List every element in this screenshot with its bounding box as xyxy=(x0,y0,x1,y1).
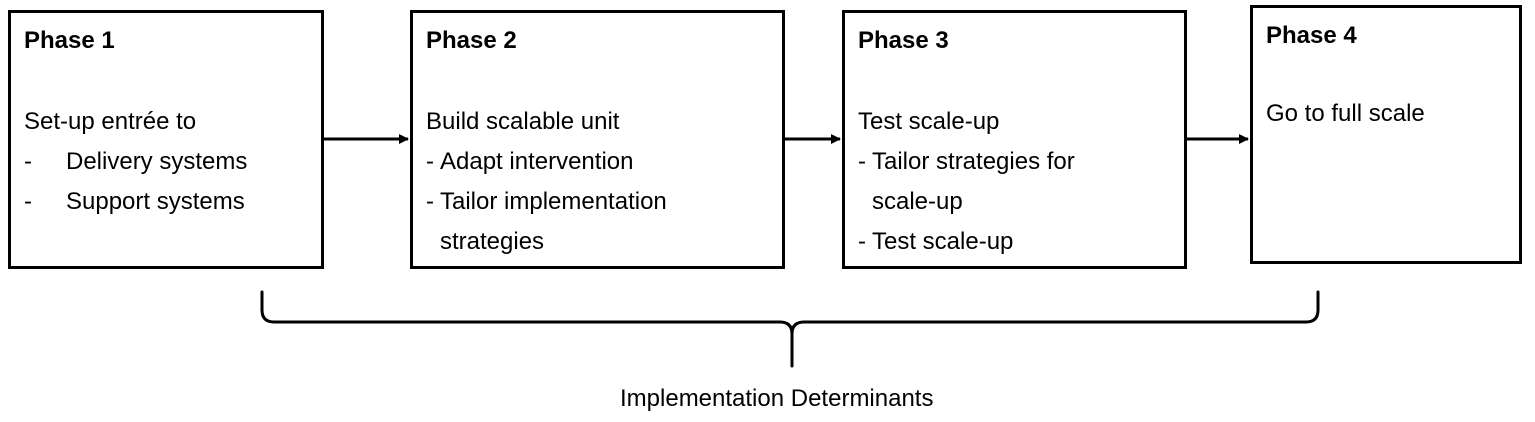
phase-1-item: - Support systems xyxy=(24,182,247,222)
phase-3-body: Test scale-up -Tailor strategies for sca… xyxy=(858,102,1075,262)
phase-3-item-continuation: scale-up xyxy=(872,188,963,215)
phase-2-item-text: Adapt intervention xyxy=(440,148,634,175)
phase-2-item-text: Tailor implementation xyxy=(440,188,667,215)
phase-3-item: -Tailor strategies for xyxy=(858,142,1075,182)
phase-3-intro: Test scale-up xyxy=(858,108,1000,135)
phase-3-item: -Test scale-up xyxy=(858,222,1075,262)
phase-1-intro: Set-up entrée to xyxy=(24,108,197,135)
bullet-dash: - xyxy=(858,228,866,255)
bullet-dash: - xyxy=(858,148,866,175)
phase-1-title: Phase 1 xyxy=(24,27,115,54)
phase-3-title: Phase 3 xyxy=(858,27,949,54)
implementation-determinants-label: Implementation Determinants xyxy=(620,385,934,412)
phase-2-box: Phase 2 Build scalable unit -Adapt inter… xyxy=(410,10,785,269)
phase-1-item-text: Support systems xyxy=(66,188,245,215)
phase-1-box: Phase 1 Set-up entrée to - Delivery syste… xyxy=(8,10,324,269)
phase-2-item-continuation: strategies xyxy=(440,228,545,255)
phase-1-body: Set-up entrée to - Delivery systems - Supp… xyxy=(24,102,247,222)
phase-3-item-text: Tailor strategies for xyxy=(872,148,1075,175)
phase-1-item-text: Delivery systems xyxy=(66,148,248,175)
phase-2-title: Phase 2 xyxy=(426,27,517,54)
phase-1-item: - Delivery systems xyxy=(24,142,247,182)
phase-2-body: Build scalable unit -Adapt intervention … xyxy=(426,102,667,262)
phase-2-item: -Adapt intervention xyxy=(426,142,667,182)
phase-4-body: Go to full scale xyxy=(1266,94,1425,134)
bullet-dash: - xyxy=(24,188,32,215)
phase-4-intro: Go to full scale xyxy=(1266,100,1425,127)
phase-2-item: -Tailor implementation xyxy=(426,182,667,222)
phase-3-box: Phase 3 Test scale-up -Tailor strategies… xyxy=(842,10,1187,269)
curly-brace xyxy=(260,290,1320,368)
phase-4-title: Phase 4 xyxy=(1266,22,1357,49)
phase-3-item-text: Test scale-up xyxy=(872,228,1014,255)
phase-2-intro: Build scalable unit xyxy=(426,108,620,135)
bullet-dash: - xyxy=(426,188,434,215)
phase-4-box: Phase 4 Go to full scale xyxy=(1250,5,1522,264)
bullet-dash: - xyxy=(24,148,32,175)
bullet-dash: - xyxy=(426,148,434,175)
